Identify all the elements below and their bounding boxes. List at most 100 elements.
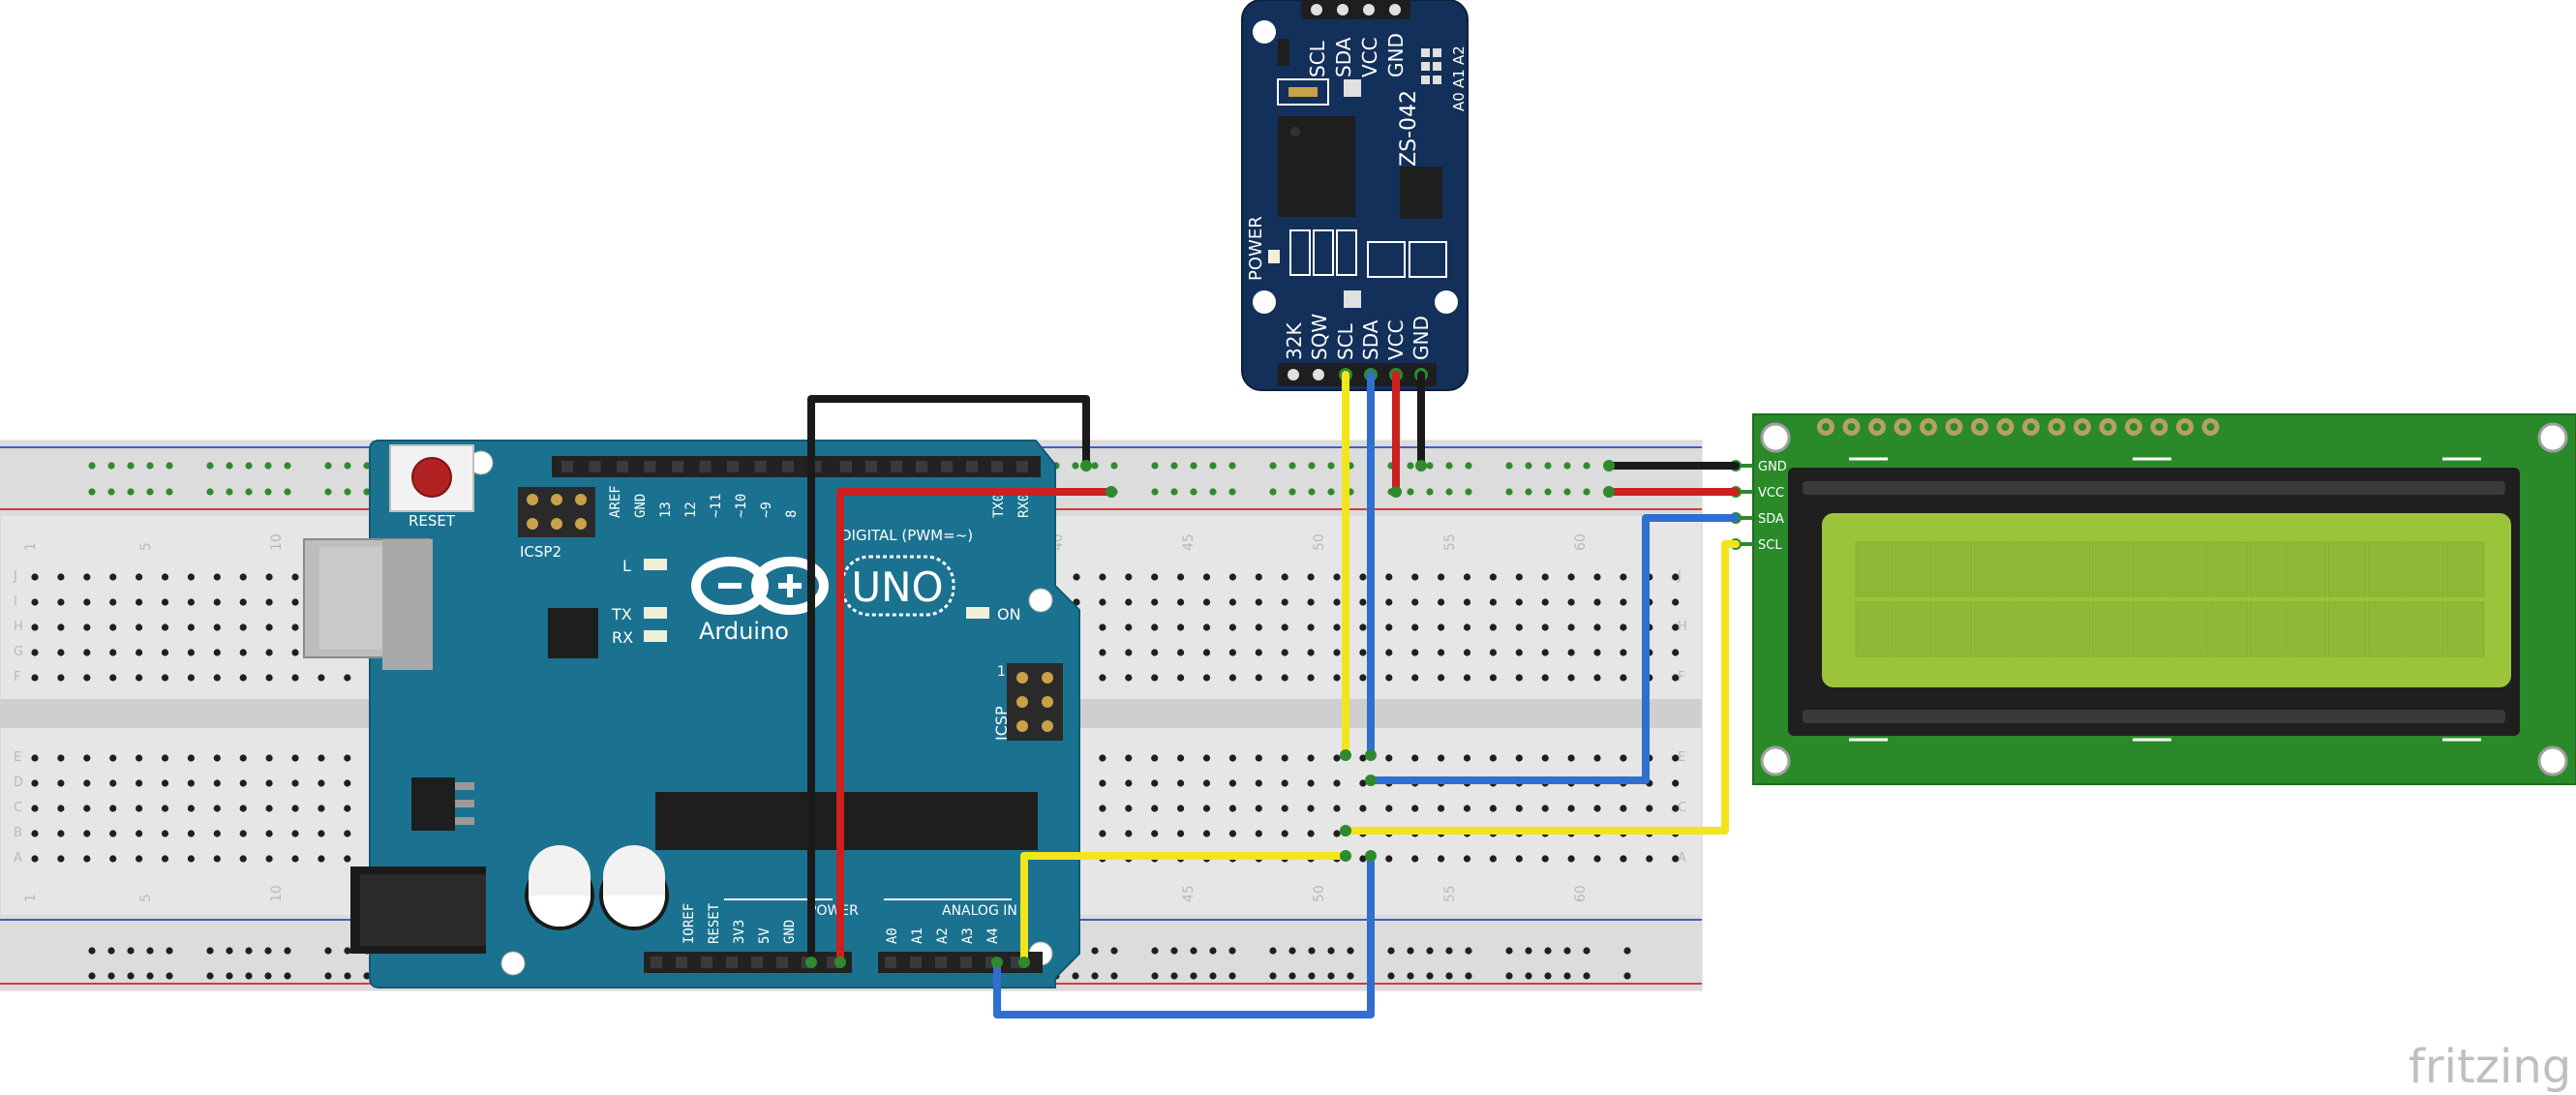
row-letter-i: I [14, 594, 17, 609]
rtc-smd-components [1289, 229, 1447, 278]
row-letter-f-right: F [1678, 670, 1684, 684]
power-pin-labels: IOREF RESET 3V3 5V GND [682, 902, 798, 944]
rtc-bottom-pin-labels: 32K SQW SCL SDA VCC GND [1283, 314, 1433, 360]
ds3231-chip [1278, 116, 1355, 217]
arduino-logo [691, 557, 829, 615]
digital-header [552, 456, 1041, 477]
col-num-45-bottom: 45 [1181, 885, 1197, 902]
col-num-10: 10 [269, 533, 285, 551]
pin-label-a4: A4 [985, 928, 1001, 944]
row-letter-h: H [14, 620, 23, 634]
pin-label-gnd-power: GND [782, 920, 798, 944]
led-tx [644, 607, 667, 619]
rtc-top-vcc-label: VCC [1358, 37, 1381, 77]
row-letter-e: E [14, 750, 21, 765]
lcd-module: GND VCC SDA SCL [1730, 413, 2576, 785]
lcd-header-pins [1817, 418, 2220, 436]
led-rx [644, 630, 667, 642]
lcd-vcc-label: VCC [1758, 486, 1784, 501]
pin-label-a1: A1 [910, 928, 925, 944]
power-header [644, 952, 852, 973]
usb-connector [303, 538, 433, 670]
rtc-scl-label: SCL [1334, 322, 1357, 360]
led-on [966, 607, 989, 619]
rtc-top-pin-labels: SCL SDA VCC GND [1306, 33, 1408, 77]
rtc-addr-a1-label: A1 [1450, 69, 1468, 88]
rtc-top-gnd-label: GND [1384, 33, 1408, 77]
on-label: ON [997, 605, 1021, 624]
pin-label-rx0: RX0 [1016, 494, 1032, 518]
analog-pin-labels: A0 A1 A2 A3 A4 [885, 928, 1001, 944]
icsp2-header [518, 487, 595, 537]
pin-label-aref: AREF [608, 485, 623, 518]
wire-yellow-arduino-a4 [1020, 852, 1349, 966]
digital-label: DIGITAL (PWM=~) [840, 527, 973, 544]
rtc-bottom-pin-header [1278, 363, 1437, 386]
wire-red-arduino-5v [836, 488, 1115, 966]
row-letter-f: F [14, 670, 20, 684]
col-num-60-bottom: 60 [1573, 885, 1589, 902]
pin-label-gnd: GND [633, 494, 649, 518]
pin-label-reset: RESET [707, 902, 722, 944]
pin-label-a3: A3 [960, 928, 976, 944]
lcd-sda-label: SDA [1758, 512, 1784, 527]
led-l [644, 559, 667, 570]
pin-label-tx0: TX0 [991, 494, 1007, 518]
row-letter-j-right: J [1677, 569, 1682, 584]
lcd-gnd-label: GND [1758, 460, 1787, 474]
arduino-uno: RESET ICSP2 L TX RX ON Arduino UNO [303, 440, 1080, 989]
rtc-vcc-label: VCC [1384, 319, 1408, 360]
uno-model-text: UNO [851, 563, 943, 611]
icsp-label: ICSP [992, 706, 1011, 741]
pin-label-a0: A0 [885, 928, 900, 944]
eeprom-chip [1400, 167, 1442, 219]
rtc-32k-label: 32K [1283, 322, 1306, 360]
led-tx-label: TX [611, 605, 632, 624]
col-num-55-bottom: 55 [1442, 885, 1458, 902]
row-letter-j: J [13, 569, 17, 584]
row-letters: J I H G F E D C B A J H F E C A [13, 569, 1687, 866]
fritzing-watermark: fritzing [2409, 1040, 2571, 1094]
rtc-address-pads [1421, 48, 1441, 84]
rtc-power-led [1268, 250, 1280, 263]
usb-chip [548, 608, 598, 658]
rtc-top-sda-label: SDA [1332, 37, 1355, 77]
reset-button[interactable] [389, 444, 474, 512]
col-num-45: 45 [1181, 533, 1197, 551]
row-letter-b: B [14, 826, 22, 840]
analog-header [878, 952, 1043, 973]
icsp-pin1-label: 1 [997, 664, 1006, 680]
lcd-i2c-pins [1730, 460, 1753, 550]
col-num-55: 55 [1442, 533, 1458, 551]
col-num-1: 1 [23, 542, 39, 551]
power-label: POWER [808, 903, 859, 919]
col-num-5: 5 [138, 542, 154, 551]
analog-label: ANALOG IN [942, 903, 1017, 919]
col-num-50-bottom: 50 [1312, 885, 1327, 902]
arduino-logo-text: Arduino [699, 618, 789, 645]
lcd-screen [1822, 513, 2511, 687]
pin-label-13: 13 [658, 502, 674, 518]
led-rx-label: RX [612, 628, 633, 647]
pin-label-a2: A2 [935, 928, 951, 944]
rtc-sqw-label: SQW [1308, 314, 1331, 360]
col-num-60: 60 [1573, 533, 1589, 551]
pin-label-5v: 5V [757, 928, 773, 944]
rtc-sda-label: SDA [1359, 319, 1382, 360]
pin-label-8: 8 [784, 510, 800, 518]
column-numbers: 1 5 10 40 45 50 55 60 1 5 10 45 50 55 60 [23, 533, 1589, 902]
lcd-scl-label: SCL [1758, 538, 1782, 553]
atmega-chip [655, 792, 1038, 850]
reset-label: RESET [409, 512, 456, 530]
dc-power-jack [350, 867, 486, 954]
wire-black-arduino-gnd [807, 395, 1090, 966]
lcd-character-cells [1855, 541, 2485, 657]
col-num-10-bottom: 10 [269, 885, 285, 902]
pin-label-3v3: 3V3 [732, 920, 747, 944]
icsp-header [1007, 663, 1063, 741]
digital-pin-labels: AREF GND 13 12 ~11 ~10 ~9 8 TX0 RX0 [608, 485, 1032, 518]
wires [805, 371, 1740, 1019]
row-letter-a: A [14, 851, 22, 866]
pin-label-12: 12 [683, 502, 699, 518]
